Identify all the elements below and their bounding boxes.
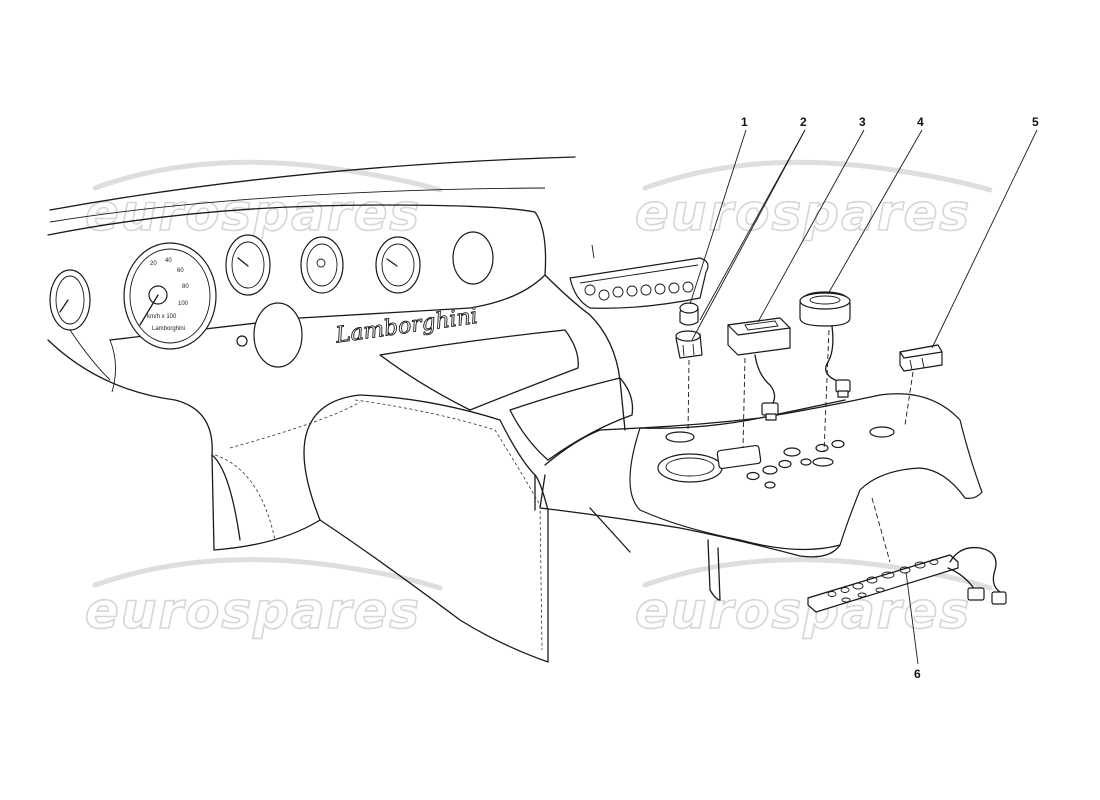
callout-4: 4 — [917, 115, 924, 129]
blank-gauge-right — [452, 231, 494, 285]
climate-control-unit — [569, 244, 709, 309]
watermark-text: eurospares — [85, 184, 421, 242]
callout-2: 2 — [800, 115, 807, 129]
brand-badge: Lamborghini — [333, 304, 479, 349]
watermark-bottom-left: eurospares — [84, 557, 443, 641]
gauge-mark: 20 — [150, 261, 157, 267]
part-3-square-switch-module — [727, 317, 791, 421]
aux-gauge-2 — [300, 236, 344, 294]
dash-knob — [236, 335, 248, 347]
dash-top-edge — [49, 156, 576, 211]
callout-1: 1 — [741, 115, 748, 129]
callout-3: 3 — [859, 115, 866, 129]
aux-gauge-left — [49, 269, 91, 331]
center-console-body — [544, 274, 626, 431]
part-1-round-socket — [679, 302, 699, 326]
gauge-unit: km/h x 100 — [147, 314, 177, 320]
part-6-switch-panel-harness — [807, 546, 1007, 613]
gauge-mark: 60 — [177, 268, 184, 274]
console-front-panel — [319, 474, 549, 663]
part-4-oval-switch-module — [799, 291, 851, 398]
watermark-text: eurospares — [85, 582, 421, 640]
part-2-bulb-holders — [675, 330, 703, 359]
assembly-dashed-lines — [687, 329, 914, 563]
aux-gauge-3 — [375, 236, 421, 294]
gauge-mark: 80 — [182, 284, 189, 290]
watermark-top-left: eurospares — [84, 159, 443, 243]
gauge-brand: Lamborghini — [152, 326, 185, 332]
aux-gauge-1 — [225, 234, 271, 296]
gauge-mark: 40 — [165, 258, 172, 264]
watermark-top-right: eurospares — [634, 159, 993, 243]
watermark-text: eurospares — [635, 184, 971, 242]
blank-gauge-lower — [253, 302, 303, 368]
callout-5: 5 — [1032, 115, 1039, 129]
watermark-group: eurospares eurospares eurospares eurospa… — [84, 159, 993, 641]
watermark-text: eurospares — [635, 582, 971, 640]
tachometer-gauge — [123, 242, 217, 350]
console-panel-holes — [657, 426, 895, 489]
callout-labels: 1 2 3 4 5 6 — [741, 115, 1039, 681]
leader-lines — [689, 129, 1038, 665]
dash-left-contour — [47, 339, 361, 551]
part-5-small-switch — [899, 344, 943, 372]
console-lower-recess — [509, 377, 634, 461]
gauge-mark: 100 — [178, 301, 189, 307]
gauge-cluster: 20 40 60 80 100 km/h x 100 Lamborghini — [49, 231, 494, 368]
console-upper-recess — [379, 329, 579, 411]
callout-6: 6 — [914, 667, 921, 681]
